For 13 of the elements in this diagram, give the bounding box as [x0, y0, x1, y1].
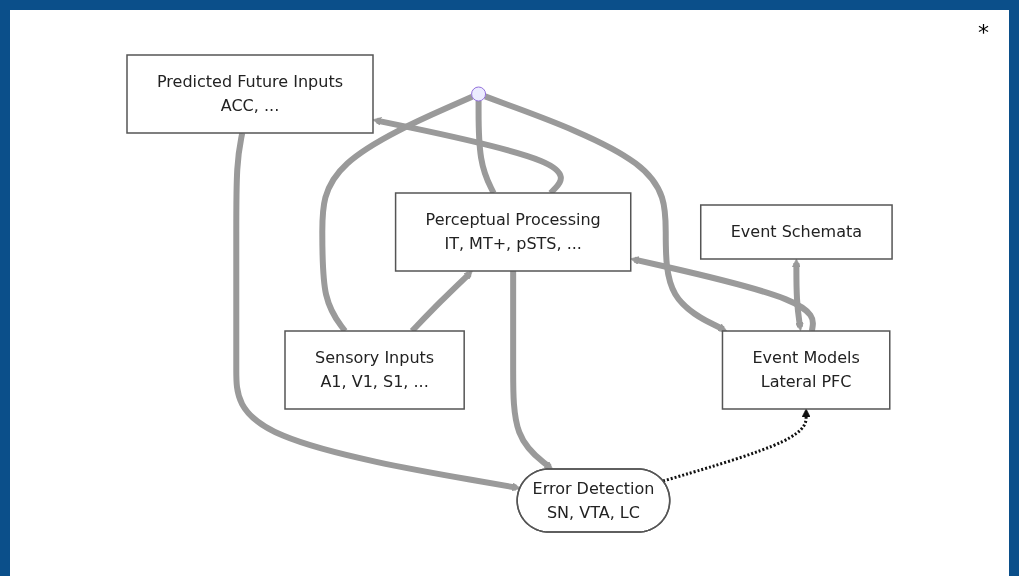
node-box: Perceptual Processing IT, MT+, pSTS, ... [394, 191, 632, 272]
connector [475, 100, 497, 194]
arrow [630, 255, 816, 331]
arrow [510, 270, 554, 470]
arrow [791, 258, 804, 331]
node-box: Event Models Lateral PFC [721, 329, 891, 410]
node-box: Event Schemata [699, 203, 893, 260]
asterisk-mark: * [978, 20, 989, 45]
arrow [484, 93, 728, 332]
node-box: Predicted Future Inputs ACC, ... [126, 53, 374, 134]
node-circle [471, 86, 487, 101]
node-box: Sensory Inputs A1, V1, S1, ... [284, 329, 465, 410]
arrow [233, 131, 521, 491]
